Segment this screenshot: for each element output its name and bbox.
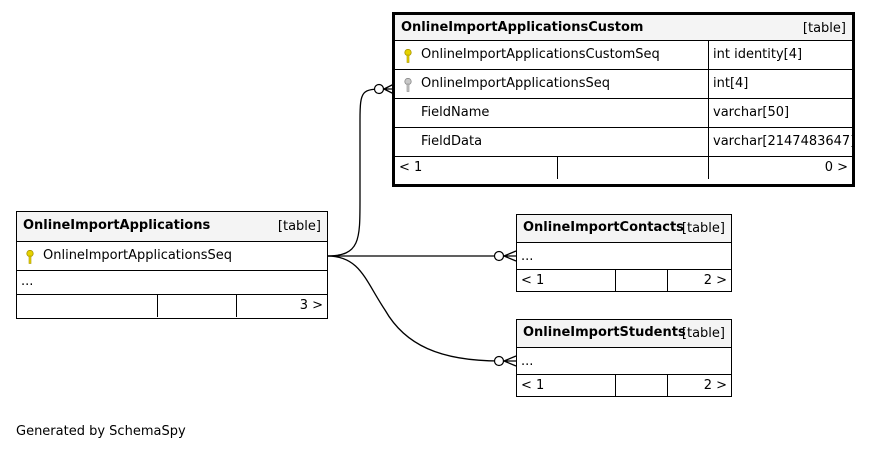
child-count[interactable]: 3 > — [236, 295, 327, 317]
column-row: FieldName varchar[50] — [395, 99, 852, 128]
table-header: OnlineImportStudents [table] — [517, 320, 731, 348]
column-name: FieldData — [421, 134, 483, 149]
table-name: OnlineImportStudents — [523, 325, 686, 340]
column-type: varchar[50] — [708, 99, 852, 127]
table-kind: [table] — [802, 21, 846, 36]
table-kind: [table] — [681, 326, 725, 341]
column-row: FieldData varchar[2147483647] — [395, 128, 855, 157]
parent-count[interactable]: < 1 — [521, 378, 545, 393]
table-footer: 3 > — [17, 295, 327, 317]
footer-middle — [557, 157, 708, 179]
table-header: OnlineImportApplicationsCustom [table] — [395, 15, 852, 41]
generated-by-credit: Generated by SchemaSpy — [16, 424, 186, 439]
column-row: OnlineImportApplicationsSeq — [17, 242, 327, 271]
column-name: OnlineImportApplicationsSeq — [43, 248, 232, 263]
table-header: OnlineImportApplications [table] — [17, 212, 327, 242]
more-columns: ... — [517, 243, 731, 270]
optional-marker-students — [493, 355, 505, 367]
foreign-key-icon — [404, 78, 412, 92]
table-online-import-applications-custom[interactable]: OnlineImportApplicationsCustom [table] O… — [392, 12, 855, 187]
optional-marker-custom — [373, 83, 385, 95]
child-count[interactable]: 2 > — [667, 270, 731, 292]
column-type: int[4] — [708, 70, 852, 98]
table-footer: < 1 2 > — [517, 375, 731, 397]
more-columns: ... — [17, 271, 327, 295]
more-columns: ... — [517, 348, 731, 375]
footer-middle — [615, 270, 667, 292]
column-row: OnlineImportApplicationsSeq int[4] — [395, 70, 852, 99]
column-name: FieldName — [421, 105, 490, 120]
table-online-import-students[interactable]: OnlineImportStudents [table] ... < 1 2 > — [516, 319, 732, 397]
table-name: OnlineImportApplications — [23, 218, 211, 233]
column-type: int identity[4] — [708, 41, 852, 69]
column-name: OnlineImportApplicationsCustomSeq — [421, 47, 660, 62]
column-name: OnlineImportApplicationsSeq — [421, 76, 610, 91]
link-applications-students — [326, 255, 501, 362]
parent-count[interactable]: < 1 — [399, 160, 423, 175]
table-name: OnlineImportContacts — [523, 220, 684, 235]
table-footer: < 1 2 > — [517, 270, 731, 292]
table-kind: [table] — [681, 221, 725, 236]
table-online-import-applications[interactable]: OnlineImportApplications [table] OnlineI… — [16, 211, 328, 319]
column-type: varchar[2147483647] — [708, 128, 855, 156]
table-kind: [table] — [277, 219, 321, 234]
footer-middle — [157, 295, 236, 317]
footer-middle — [615, 375, 667, 397]
parent-count[interactable]: < 1 — [521, 273, 545, 288]
crowfoot-contacts — [503, 250, 517, 262]
table-name: OnlineImportApplicationsCustom — [401, 20, 644, 35]
child-count[interactable]: 2 > — [667, 375, 731, 397]
primary-key-icon — [26, 250, 34, 264]
child-count[interactable]: 0 > — [708, 157, 852, 179]
table-header: OnlineImportContacts [table] — [517, 215, 731, 243]
table-online-import-contacts[interactable]: OnlineImportContacts [table] ... < 1 2 > — [516, 214, 732, 292]
primary-key-icon — [404, 49, 412, 63]
parent-count — [17, 295, 157, 317]
crowfoot-students — [503, 355, 517, 367]
optional-marker-contacts — [493, 250, 505, 262]
table-footer: < 1 0 > — [395, 157, 852, 179]
link-applications-custom — [326, 88, 386, 257]
column-row: OnlineImportApplicationsCustomSeq int id… — [395, 41, 852, 70]
